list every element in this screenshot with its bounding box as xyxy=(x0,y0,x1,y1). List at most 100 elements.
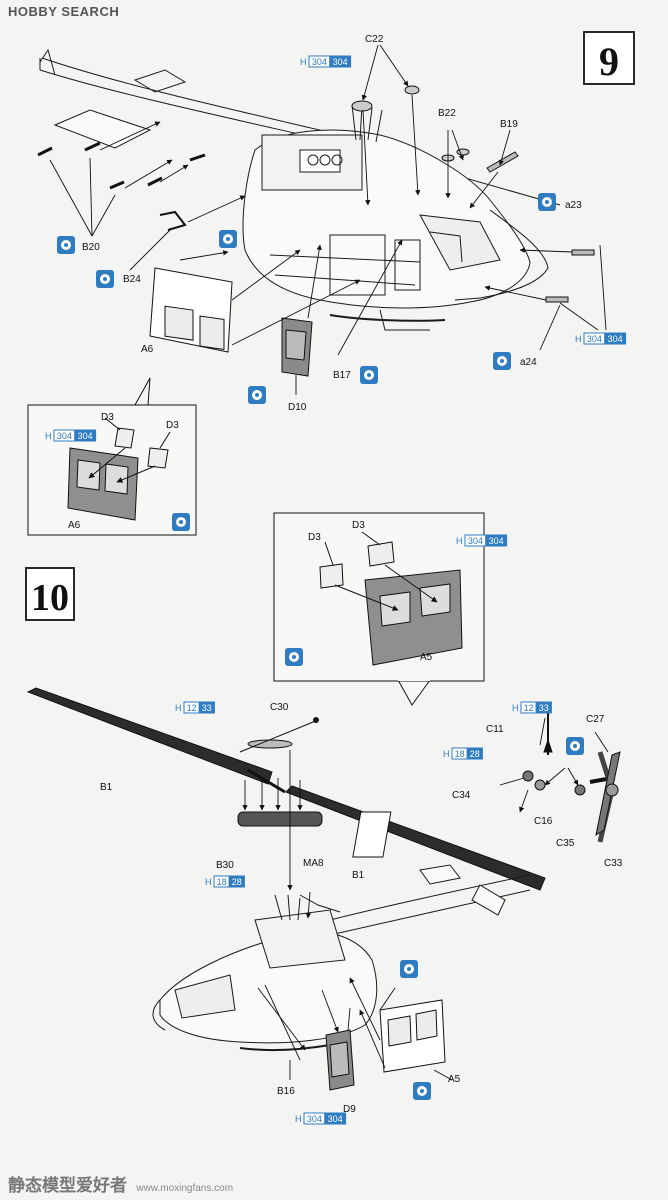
step-10-box: 10 xyxy=(25,567,75,621)
paint-code: 304 xyxy=(468,536,483,546)
paint-code-box xyxy=(329,55,352,68)
part-labels-step10: D3 D3 A5 C30 B1 B1 B30 MA8 C11 C27 C34 C… xyxy=(100,520,623,1115)
paint-code: 304 xyxy=(312,57,327,67)
paint-code: 18 xyxy=(217,877,227,887)
instruction-icons xyxy=(57,193,584,1100)
watermark-logo: HOBBY SEARCH xyxy=(8,4,120,19)
label-c22: C22 xyxy=(365,34,384,45)
label-b17: B17 xyxy=(333,370,351,381)
paint-brush-icon xyxy=(172,513,190,531)
label-c16: C16 xyxy=(534,816,553,827)
watermark-footer-cn: 静态模型爱好者 xyxy=(8,1176,127,1195)
paint-code-box xyxy=(485,534,508,547)
paint-code: 12 xyxy=(187,703,197,713)
paint-brush-icon xyxy=(285,648,303,666)
glue-icon xyxy=(57,236,75,254)
label-a6: A6 xyxy=(141,344,154,355)
label-c30: C30 xyxy=(270,702,289,713)
cement-icon xyxy=(219,230,237,248)
rotor-blades xyxy=(26,687,546,891)
paint-code: 304 xyxy=(57,431,72,441)
paint-code-box xyxy=(324,1112,347,1125)
cement-icon xyxy=(248,386,266,404)
paint-code-box xyxy=(535,701,552,714)
paint-code-box xyxy=(74,429,97,442)
label-a5-inset: A5 xyxy=(420,652,433,663)
paint-code: 33 xyxy=(202,703,212,713)
label-c35: C35 xyxy=(556,838,575,849)
label-c33: C33 xyxy=(604,858,623,869)
glue-icon xyxy=(493,352,511,370)
label-d9: D9 xyxy=(343,1104,356,1115)
assembly-arrows-step10 xyxy=(242,717,609,1081)
paint-code: 304 xyxy=(608,334,623,344)
label-b30: B30 xyxy=(216,860,234,871)
label-b22: B22 xyxy=(438,108,456,119)
tail-rotor-parts xyxy=(352,705,621,858)
label-b1-right: B1 xyxy=(352,870,365,881)
glue-icon xyxy=(538,193,556,211)
inset-step10 xyxy=(273,512,485,706)
glue-icon xyxy=(360,366,378,384)
paint-code: 28 xyxy=(232,877,242,887)
paint-code: 18 xyxy=(455,749,465,759)
label-b19: B19 xyxy=(500,119,518,130)
part-a5-door xyxy=(379,999,446,1073)
paint-code: 304 xyxy=(333,57,348,67)
part-labels-step9: C22 B22 B19 B20 B24 a23 a24 A6 B17 D10 D… xyxy=(68,34,582,531)
paint-code: 304 xyxy=(489,536,504,546)
stabilizer-step9 xyxy=(39,48,187,149)
label-b16: B16 xyxy=(277,1086,295,1097)
paint-prefix: H xyxy=(456,536,463,546)
paint-code-box xyxy=(228,875,245,888)
label-a5: A5 xyxy=(448,1074,461,1085)
paint-code-box xyxy=(198,701,215,714)
paint-code: 304 xyxy=(78,431,93,441)
watermark-footer: 静态模型爱好者 www.moxingfans.com xyxy=(8,1171,233,1196)
step-10-number: 10 xyxy=(31,577,69,619)
paint-prefix: H xyxy=(300,57,307,67)
paint-code: 33 xyxy=(539,703,549,713)
label-ma8: MA8 xyxy=(303,858,324,869)
label-c11: C11 xyxy=(486,724,504,735)
inset-step9 xyxy=(27,377,197,536)
paint-prefix: H xyxy=(575,334,582,344)
label-b24: B24 xyxy=(123,274,141,285)
cement-icon xyxy=(566,737,584,755)
paint-badge: H 18 28 xyxy=(443,747,483,760)
label-d3-inset10-b: D3 xyxy=(352,520,365,531)
paint-code: 12 xyxy=(524,703,534,713)
paint-code: 304 xyxy=(328,1114,343,1124)
cement-icon xyxy=(400,960,418,978)
label-b20: B20 xyxy=(82,242,100,253)
paint-code: 304 xyxy=(587,334,602,344)
label-a24: a24 xyxy=(520,357,537,368)
cement-icon xyxy=(413,1082,431,1100)
part-a6-door xyxy=(149,267,233,353)
label-b1-left: B1 xyxy=(100,782,113,793)
paint-badge: H 12 33 xyxy=(175,701,215,714)
label-d3-inset9-a: D3 xyxy=(101,412,114,423)
paint-prefix: H xyxy=(443,749,450,759)
label-c34: C34 xyxy=(452,790,471,801)
paint-code: 28 xyxy=(470,749,480,759)
paint-prefix: H xyxy=(175,703,182,713)
part-d9-door xyxy=(325,1029,355,1091)
paint-badge: H 304 304 xyxy=(456,534,508,547)
paint-code: 304 xyxy=(307,1114,322,1124)
label-a6-inset: A6 xyxy=(68,520,81,531)
paint-prefix: H xyxy=(45,431,52,441)
label-c27: C27 xyxy=(586,714,605,725)
paint-badge: H 304 304 xyxy=(45,429,97,442)
step-9-box: 9 xyxy=(583,31,635,85)
label-d3-inset9-b: D3 xyxy=(166,420,179,431)
watermark-footer-url: www.moxingfans.com xyxy=(136,1183,234,1194)
paint-code-box xyxy=(466,747,483,760)
step-9-number: 9 xyxy=(599,39,619,84)
